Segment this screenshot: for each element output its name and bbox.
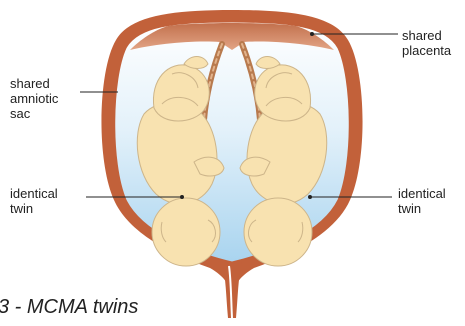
label-identical-twin-right-line1: identical	[398, 186, 446, 201]
label-identical-twin-left: identical twin	[10, 186, 58, 216]
label-identical-twin-left-line2: twin	[10, 201, 58, 216]
label-identical-twin-right: identical twin	[398, 186, 446, 216]
label-shared-amniotic-sac-line3: sac	[10, 106, 58, 121]
label-shared-placenta-line1: shared	[402, 28, 451, 43]
label-shared-amniotic-sac-line2: amniotic	[10, 91, 58, 106]
label-shared-amniotic-sac-line1: shared	[10, 76, 58, 91]
label-shared-placenta: shared placenta	[402, 28, 451, 58]
label-identical-twin-right-line2: twin	[398, 201, 446, 216]
figure-caption: 3 - MCMA twins	[0, 296, 138, 319]
label-identical-twin-left-line1: identical	[10, 186, 58, 201]
label-shared-amniotic-sac: shared amniotic sac	[10, 76, 58, 121]
label-shared-placenta-line2: placenta	[402, 43, 451, 58]
